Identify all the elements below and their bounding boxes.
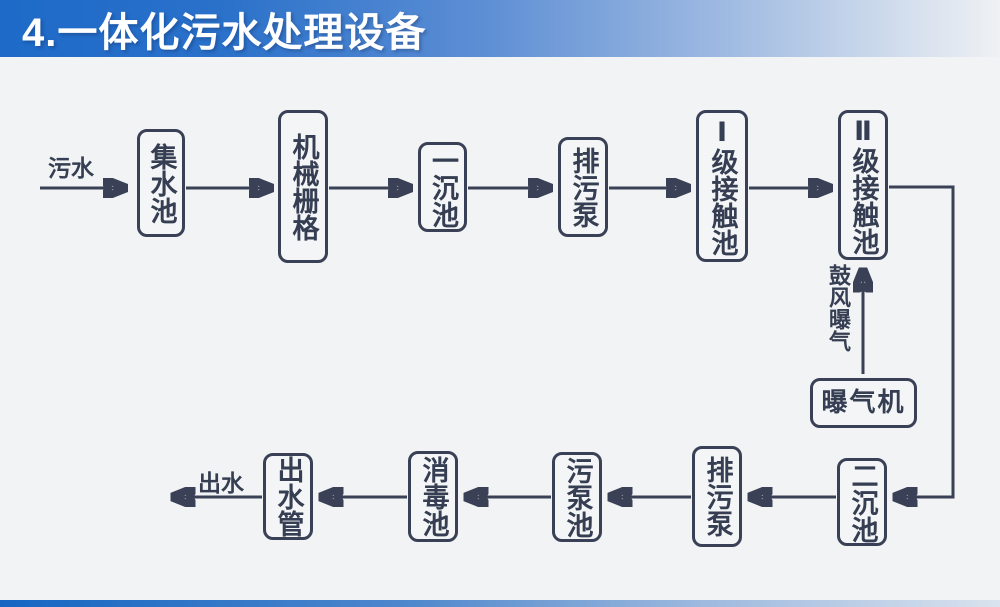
node-collecting-tank: 集水池	[137, 129, 185, 237]
node-sludge-pump-tank: 污泵池	[552, 452, 602, 542]
node-label: 一沉池	[428, 146, 459, 228]
node-mechanical-grid: 机械栅格	[278, 110, 328, 263]
node-stage-2-contact-tank: Ⅱ级接触池	[838, 110, 888, 260]
inflow-label: 污水	[48, 155, 94, 181]
node-sewage-discharge-pump-2: 排污泵	[692, 446, 742, 547]
page-title: 4.一体化污水处理设备	[22, 10, 427, 55]
node-label: 曝气机	[821, 387, 906, 418]
node-sewage-discharge-pump: 排污泵	[558, 137, 608, 237]
aeration-flow-label: 鼓风曝气	[826, 264, 851, 352]
node-label: Ⅰ级接触池	[707, 116, 738, 256]
outflow-label: 出水	[198, 470, 244, 496]
node-label: 机械栅格	[288, 132, 319, 241]
node-label: 排污泵	[568, 146, 599, 228]
connector-stage2-to-secondary	[889, 185, 955, 497]
node-label: Ⅱ级接触池	[848, 115, 879, 255]
node-stage-1-contact-tank: Ⅰ级接触池	[696, 110, 748, 262]
node-label: 出水管	[273, 456, 304, 537]
node-label: 二沉池	[847, 461, 878, 543]
node-disinfection-tank: 消毒池	[408, 451, 458, 542]
node-label: 污泵池	[562, 456, 593, 538]
node-secondary-sedimentation-tank: 二沉池	[837, 458, 887, 546]
bottom-accent-bar	[0, 600, 1000, 607]
node-aerator: 曝气机	[810, 378, 917, 428]
node-primary-sedimentation-tank: 一沉池	[418, 142, 467, 232]
node-label: 集水池	[146, 142, 177, 224]
node-label: 消毒池	[418, 456, 449, 537]
title-bar: 4.一体化污水处理设备	[0, 0, 1000, 57]
node-label: 排污泵	[702, 456, 733, 537]
node-outlet-pipe: 出水管	[263, 453, 313, 540]
